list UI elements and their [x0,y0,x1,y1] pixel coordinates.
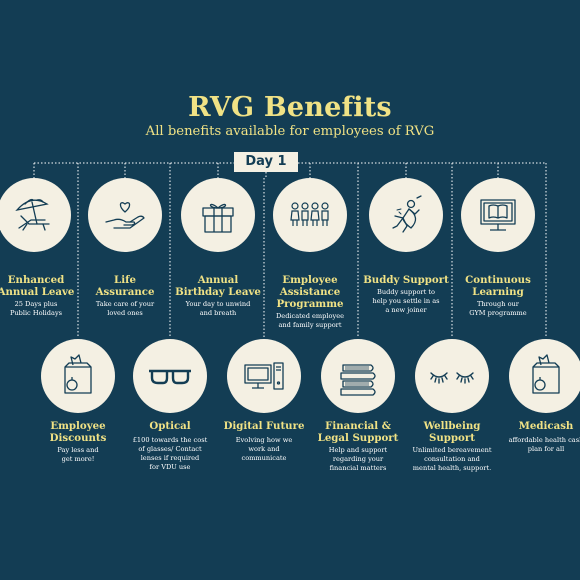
benefit-label: Digital Future [223,420,305,432]
glasses-icon [149,369,191,385]
benefit-icon-circle [0,178,71,252]
benefit-icon-circle [133,339,207,413]
benefit-icon-circle [369,178,443,252]
benefit-label: Buddy Support [363,274,449,286]
closed-eyes-icon [430,372,474,384]
benefit-label: Optical [149,420,191,432]
benefit-label: Medicash [518,420,574,432]
benefit-label: Financial &Legal Support [317,420,399,444]
benefit-icon-circle [509,339,580,413]
page-subtitle: All benefits available for employees of … [145,124,435,139]
shopping-bag-icon [532,354,560,394]
benefit-icon-circle [415,339,489,413]
computer-icon [244,362,284,390]
benefit-icon-circle [461,178,535,252]
people-group-icon [290,202,329,226]
benefit-icon-circle [273,178,347,252]
books-icon [340,364,376,396]
gift-icon [202,203,234,233]
benefit-icon-circle [181,178,255,252]
page-title: RVG Benefits [188,92,392,123]
benefit-icon-circle [227,339,301,413]
shopping-bag-icon [64,354,92,394]
beach-chair-icon [15,198,50,231]
benefit-icon-circle [321,339,395,413]
superhero-icon [392,195,422,233]
monitor-book-icon [480,199,516,231]
benefit-icon-circle [41,339,115,413]
heart-hand-icon [105,202,145,229]
day-badge: Day 1 [234,152,298,172]
benefit-icon-circle [88,178,162,252]
